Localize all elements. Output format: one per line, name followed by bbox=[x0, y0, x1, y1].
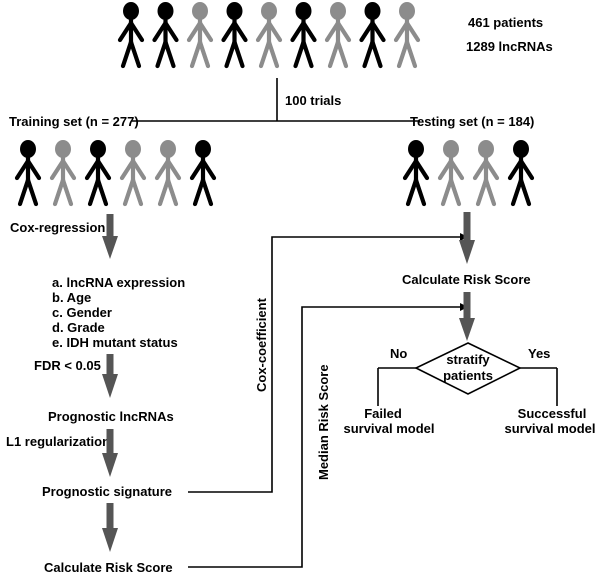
cox-regression-label: Cox-regression bbox=[10, 220, 105, 235]
person-icon bbox=[290, 2, 317, 69]
person-icon bbox=[152, 2, 179, 69]
top-patient-figures bbox=[117, 2, 421, 69]
down-arrow bbox=[102, 214, 118, 259]
patients-count: 461 patients bbox=[468, 15, 543, 30]
down-arrow bbox=[459, 292, 475, 341]
down-arrow bbox=[459, 212, 475, 264]
person-icon bbox=[255, 2, 283, 69]
successful-model-line-1: Successful bbox=[518, 406, 587, 421]
covariate-e: e. IDH mutant status bbox=[52, 335, 178, 350]
yes-label: Yes bbox=[528, 346, 550, 361]
decision-line-1: stratify bbox=[446, 352, 490, 367]
person-icon bbox=[393, 2, 421, 69]
fdr-label: FDR < 0.05 bbox=[34, 358, 101, 373]
trials-label: 100 trials bbox=[285, 93, 341, 108]
person-icon bbox=[189, 140, 217, 207]
median-risk-connector bbox=[188, 303, 468, 568]
testing-calculate-risk-label: Calculate Risk Score bbox=[402, 272, 531, 287]
person-icon bbox=[154, 140, 182, 207]
covariate-d: d. Grade bbox=[52, 320, 105, 335]
person-icon bbox=[437, 140, 465, 207]
person-icon bbox=[186, 2, 214, 69]
stratify-decision-diamond bbox=[414, 342, 522, 395]
training-calculate-risk-label: Calculate Risk Score bbox=[44, 560, 173, 574]
training-set-label: Training set (n = 277) bbox=[9, 114, 139, 129]
no-label: No bbox=[390, 346, 407, 361]
person-icon bbox=[14, 140, 42, 207]
person-icon bbox=[402, 140, 430, 207]
l1-regularization-label: L1 regularization bbox=[6, 434, 110, 449]
failed-model-line-2: survival model bbox=[343, 421, 434, 436]
decision-line-2: patients bbox=[443, 368, 493, 383]
person-icon bbox=[359, 2, 386, 69]
successful-model-line-2: survival model bbox=[504, 421, 595, 436]
down-arrow bbox=[102, 429, 118, 477]
median-risk-score-label: Median Risk Score bbox=[316, 364, 331, 480]
person-icon bbox=[324, 2, 352, 69]
person-icon bbox=[507, 140, 535, 207]
person-icon bbox=[472, 140, 500, 207]
person-icon bbox=[49, 140, 77, 207]
covariate-c: c. Gender bbox=[52, 305, 112, 320]
down-arrow bbox=[102, 503, 118, 552]
lncrna-count: 1289 lncRNAs bbox=[466, 39, 553, 54]
person-icon bbox=[84, 140, 112, 207]
covariate-a: a. lncRNA expression bbox=[52, 275, 185, 290]
covariate-b: b. Age bbox=[52, 290, 91, 305]
prognostic-signature-label: Prognostic signature bbox=[42, 484, 172, 499]
failed-model-line-1: Failed bbox=[364, 406, 402, 421]
person-icon bbox=[221, 2, 248, 69]
prognostic-lncrnas-label: Prognostic lncRNAs bbox=[48, 409, 174, 424]
training-patient-figures bbox=[14, 140, 217, 207]
person-icon bbox=[117, 2, 145, 69]
person-icon bbox=[119, 140, 147, 207]
cox-coefficient-connector bbox=[188, 233, 468, 493]
testing-set-label: Testing set (n = 184) bbox=[410, 114, 534, 129]
cox-coefficient-label: Cox-coefficient bbox=[254, 297, 269, 392]
testing-patient-figures bbox=[402, 140, 535, 207]
down-arrow bbox=[102, 354, 118, 398]
